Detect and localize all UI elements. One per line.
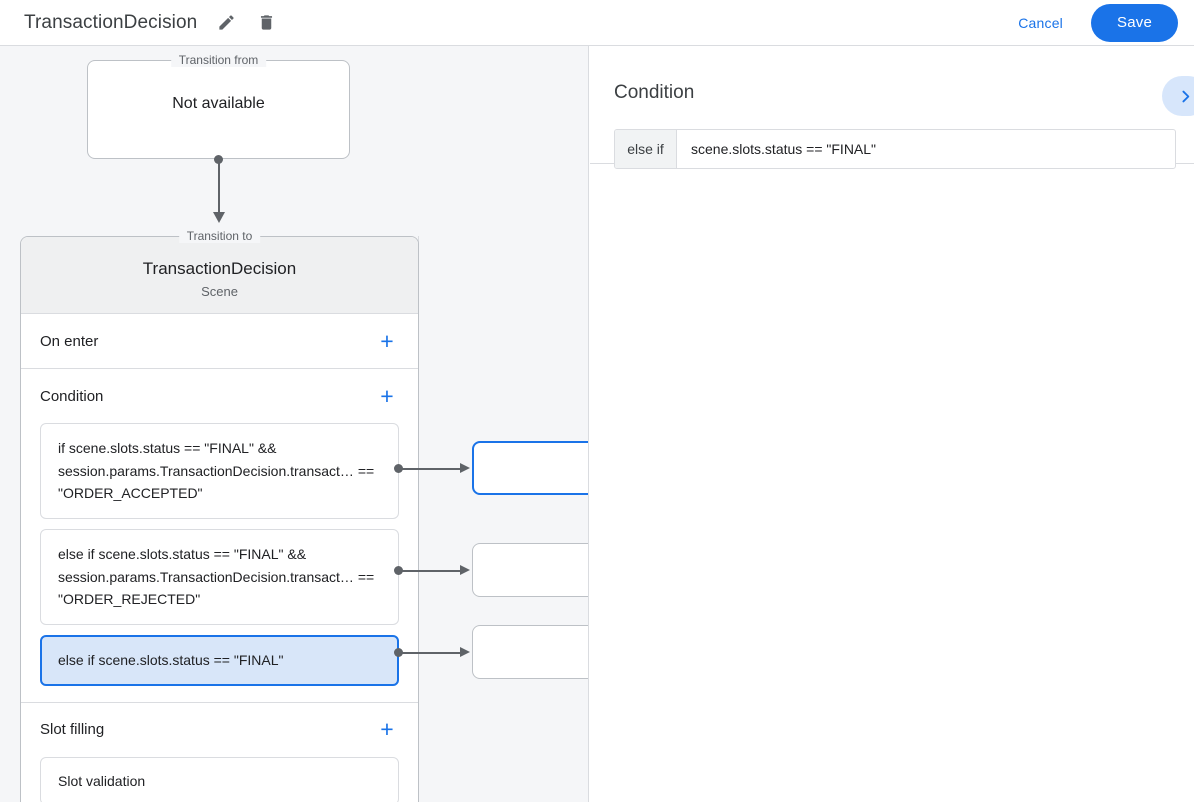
target-node-2[interactable] <box>472 543 588 597</box>
transition-from-legend: Transition from <box>170 53 267 67</box>
section-title-on-enter: On enter <box>40 332 99 350</box>
section-header-slot-filling: Slot filling + <box>21 703 418 757</box>
add-slot-filling-button[interactable]: + <box>380 716 394 743</box>
target-node-1[interactable] <box>472 441 588 495</box>
transition-from-box: Transition from Not available <box>87 53 350 159</box>
section-on-enter: On enter + <box>21 314 418 369</box>
pencil-icon[interactable] <box>211 8 241 38</box>
target-node-3[interactable] <box>472 625 588 679</box>
chevron-right-icon[interactable] <box>1162 76 1194 116</box>
slot-filling-list: Slot validation <box>21 756 418 802</box>
top-toolbar: TransactionDecision Cancel Save <box>0 0 1194 46</box>
save-button[interactable]: Save <box>1091 3 1178 42</box>
details-panel: Condition else if Need help entering con… <box>590 46 1194 802</box>
condition-editor-row: else if <box>614 129 1176 169</box>
section-condition: Condition + if scene.slots.status == "FI… <box>21 369 418 703</box>
topbar-actions: Cancel Save <box>1004 3 1178 42</box>
cancel-button[interactable]: Cancel <box>1004 6 1077 40</box>
page-title: TransactionDecision <box>24 11 198 33</box>
list-item[interactable]: if scene.slots.status == "FINAL" && sess… <box>40 423 399 520</box>
flow-connector-line <box>218 159 220 217</box>
list-item[interactable]: else if scene.slots.status == "FINAL" &&… <box>40 529 399 626</box>
panel-title: Condition <box>614 82 695 103</box>
trash-icon[interactable] <box>251 8 281 38</box>
flow-connector-arrowhead <box>212 212 225 223</box>
panel-header: Condition else if <box>590 46 1194 169</box>
condition-prefix: else if <box>615 130 677 168</box>
section-title-condition: Condition <box>40 387 104 405</box>
section-slot-filling: Slot filling + Slot validation <box>21 703 418 802</box>
section-header-condition: Condition + <box>21 369 418 423</box>
add-condition-button[interactable]: + <box>380 382 394 409</box>
section-header-on-enter: On enter + <box>21 314 418 368</box>
scene-name: TransactionDecision <box>142 259 297 278</box>
section-title-slot-filling: Slot filling <box>40 721 105 739</box>
flow-canvas: Transition from Not available Transition… <box>0 46 589 802</box>
add-on-enter-button[interactable]: + <box>380 327 394 354</box>
transition-to-legend: Transition to <box>178 229 261 243</box>
scene-card: Transition to TransactionDecision Scene … <box>20 229 419 802</box>
list-item[interactable]: else if scene.slots.status == "FINAL" <box>40 635 399 686</box>
condition-input[interactable] <box>677 130 1175 168</box>
transition-from-value: Not available <box>172 95 265 112</box>
scene-type: Scene <box>201 284 238 299</box>
list-item[interactable]: Slot validation <box>40 756 399 802</box>
condition-list: if scene.slots.status == "FINAL" && sess… <box>21 423 418 702</box>
scene-header: TransactionDecision Scene <box>21 237 418 314</box>
